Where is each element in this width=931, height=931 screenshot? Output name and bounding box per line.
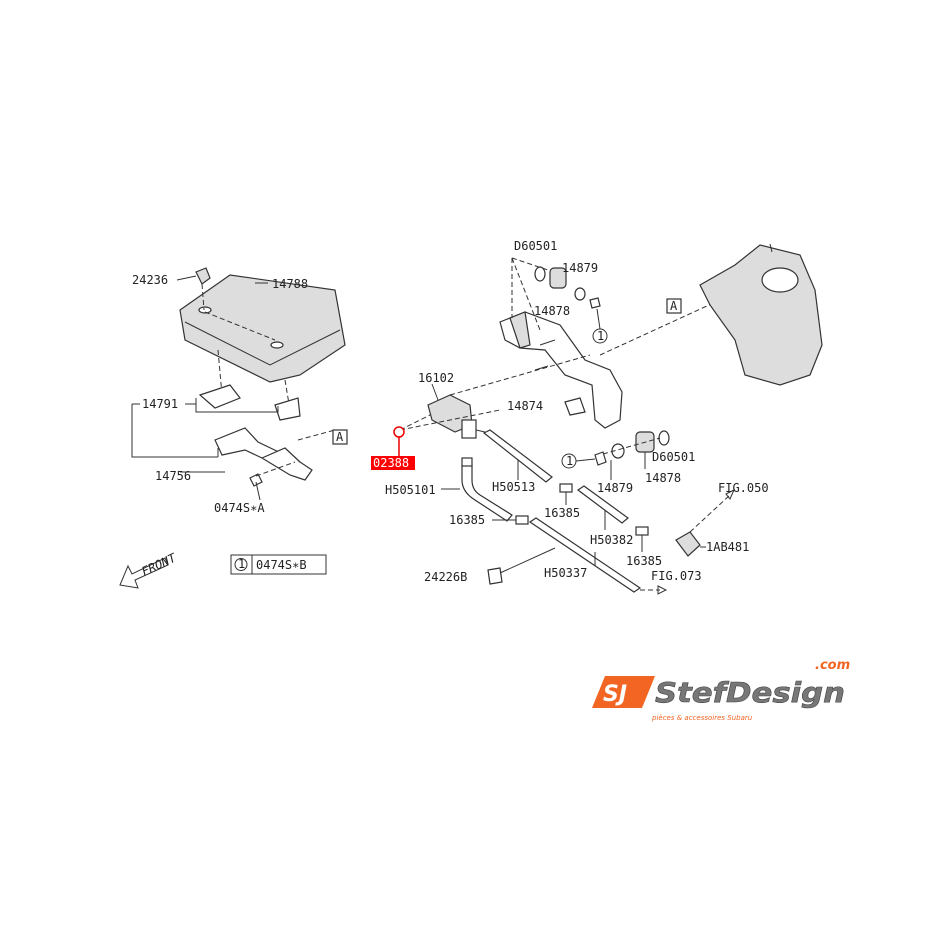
label-d60501-mid: D60501 [652,450,695,464]
label-16385-a: 16385 [544,506,580,520]
label-h50382: H50382 [590,533,633,547]
legend-part: 0474S∗B [256,558,307,572]
bolt-mid [594,451,607,466]
washer-d60501-top [534,266,546,282]
label-fig050[interactable]: FIG.050 [718,481,769,495]
ref-box-a-right [666,298,682,314]
label-02388[interactable]: 02388 [373,456,409,470]
label-14756: 14756 [155,469,191,483]
label-0474sa: 0474S∗A [214,501,265,515]
hose-h505101 [461,457,513,522]
connector-16385-a [559,483,573,493]
label-16102: 16102 [418,371,454,385]
washer-d60501-mid [658,430,670,446]
nut-02388 [393,426,405,456]
hose-h50337 [528,517,642,593]
logo-brand: StefDesign [655,676,845,709]
elbow-1ab481 [675,531,701,557]
connector-16385-b [515,515,529,525]
label-14879-top: 14879 [562,261,598,275]
label-16385-b: 16385 [449,513,485,527]
washer-14879-top [574,287,586,301]
bolt-top [589,297,601,309]
stefdesign-logo: SJ StefDesign .com pièces & accessoires … [592,658,850,722]
bolt-0474sa [249,473,263,501]
logo-tagline: pièces & accessoires Subaru [651,714,753,722]
label-14879-mid: 14879 [597,481,633,495]
label-14874: 14874 [507,399,543,413]
label-fig073[interactable]: FIG.073 [651,569,702,583]
tank [699,243,823,386]
bracket-14874 [499,311,623,429]
label-ref-a-left: A [336,430,344,444]
label-16385-c: 16385 [626,554,662,568]
bracket-14756 [214,427,313,481]
clip-24236 [176,267,211,285]
label-ref-a-right: A [670,299,678,313]
label-circle-1-top: 1 [597,329,604,343]
label-14788: 14788 [272,277,308,291]
label-h50337: H50337 [544,566,587,580]
legend-box [230,554,327,575]
ref-box-a-left [332,429,348,445]
connector-16385-c [635,526,649,536]
label-14878-top: 14878 [534,304,570,318]
label-d60501-top: D60501 [514,239,557,253]
tie-24226b [487,547,556,585]
highlight-02388 [371,456,415,470]
label-h50513: H50513 [492,480,535,494]
label-14791: 14791 [142,397,178,411]
label-1ab481: 1AB481 [706,540,749,554]
logo-sj-mark: SJ [603,682,627,707]
bushing-14878-top [549,267,567,289]
valve-16102 [427,394,486,439]
hose-h50513 [482,429,553,483]
front-arrow-icon [119,557,169,589]
label-h505101: H505101 [385,483,436,497]
label-24236: 24236 [132,273,168,287]
label-front: FRONT [139,550,178,578]
heat-shield-14788 [179,274,346,383]
label-circle-1-mid: 1 [566,454,573,468]
bracket-14791 [198,384,301,421]
logo-tld: .com [815,658,850,673]
logo-sj-badge [592,676,655,708]
legend-number: 1 [238,557,245,571]
hose-h50382 [576,485,629,524]
label-24226b: 24226B [424,570,467,584]
label-14878-mid: 14878 [645,471,681,485]
